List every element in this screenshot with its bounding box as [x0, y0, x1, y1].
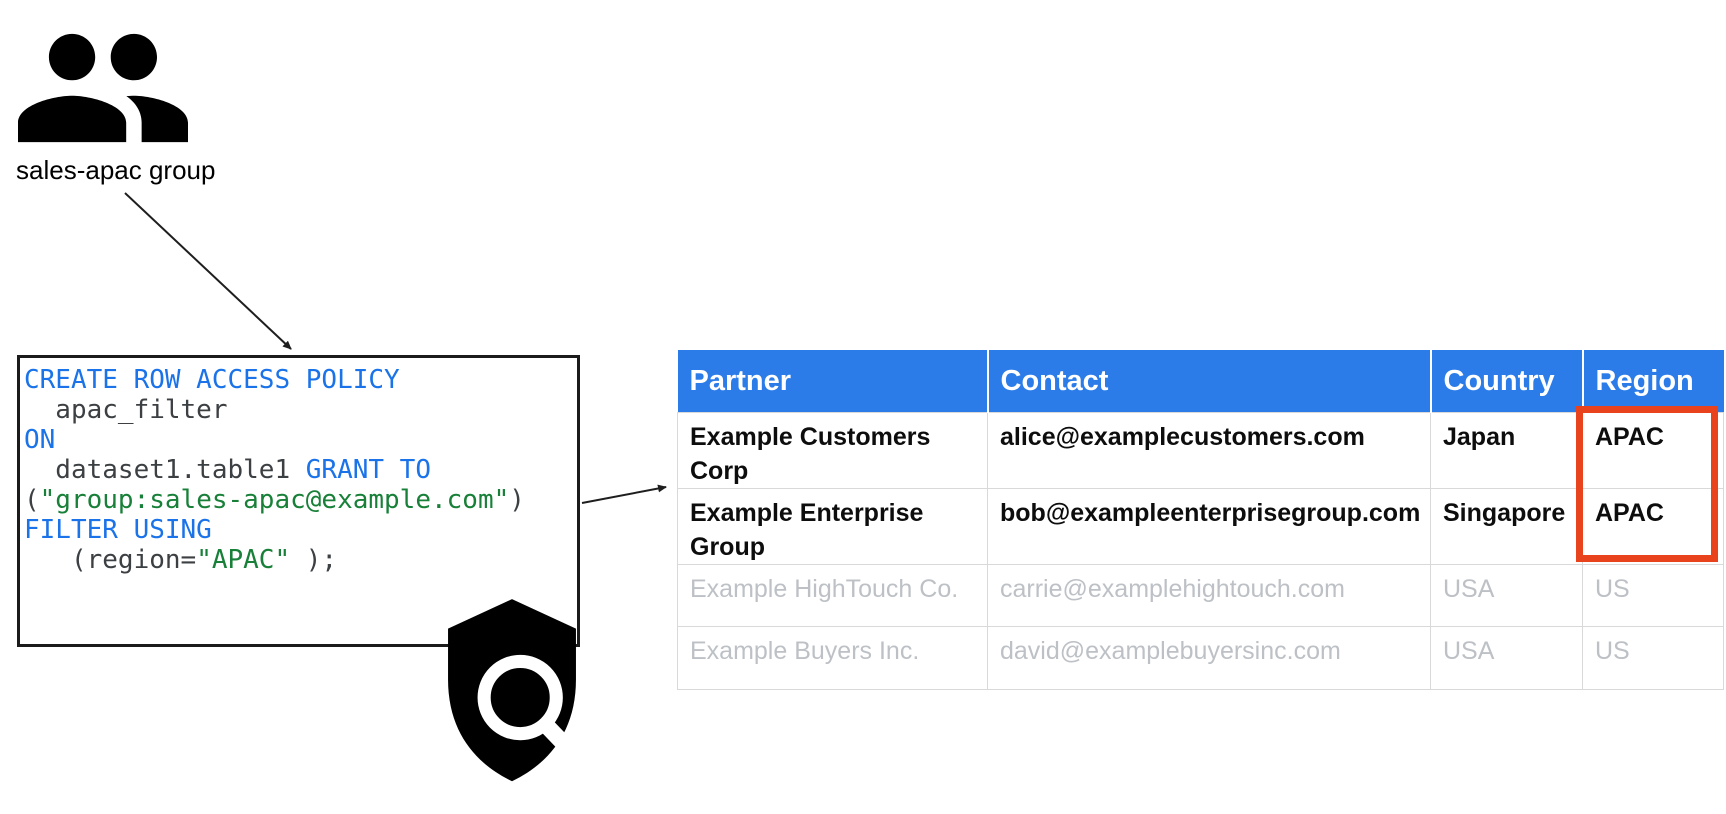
code-token: (region=: [24, 545, 197, 575]
header-cell-country: Country: [1429, 350, 1583, 413]
code-token: dataset1.table1: [24, 455, 306, 485]
cell-country: Singapore: [1430, 488, 1583, 565]
cell-country: USA: [1430, 564, 1583, 627]
table-row: Example Buyers Inc. david@examplebuyersi…: [677, 626, 1724, 690]
cell-contact: alice@examplecustomers.com: [987, 412, 1431, 489]
arrow-group-to-policy: [124, 192, 292, 350]
code-line: CREATE ROW ACCESS POLICY: [24, 365, 573, 395]
code-token: );: [290, 545, 338, 575]
code-token: (: [24, 485, 40, 515]
cell-partner: Example Customers Corp: [677, 412, 988, 489]
cell-region: APAC: [1582, 412, 1724, 489]
code-token: "APAC": [196, 545, 291, 575]
cell-region: US: [1582, 626, 1724, 690]
header-cell-region: Region: [1581, 350, 1724, 413]
table-header-row: Partner Contact Country Region: [677, 350, 1724, 413]
shield-search-icon: [448, 599, 589, 782]
cell-partner: Example Enterprise Group: [677, 488, 988, 565]
cell-contact: carrie@examplehightouch.com: [987, 564, 1431, 627]
arrow-policy-to-table: [581, 484, 667, 504]
cell-partner: Example Buyers Inc.: [677, 626, 988, 690]
cell-region: APAC: [1582, 488, 1724, 565]
code-line: dataset1.table1 GRANT TO: [24, 455, 573, 485]
group-label: sales-apac group: [16, 155, 216, 185]
code-line: FILTER USING: [24, 515, 573, 545]
cell-country: Japan: [1430, 412, 1583, 489]
code-token: "group:sales-apac@example.com": [39, 485, 510, 515]
cell-contact: david@examplebuyersinc.com: [987, 626, 1431, 690]
table-row: Example Customers Corp alice@examplecust…: [677, 412, 1724, 489]
code-token: GRANT TO: [305, 455, 431, 485]
code-token: apac_filter: [24, 395, 228, 425]
cell-country: USA: [1430, 626, 1583, 690]
code-line: ON: [24, 425, 573, 455]
code-token: FILTER USING: [24, 515, 212, 545]
cell-region: US: [1582, 564, 1724, 627]
code-token: ): [509, 485, 525, 515]
policy-code-box: CREATE ROW ACCESS POLICY apac_filter ON …: [17, 355, 580, 647]
code-token: ON: [24, 425, 56, 455]
partners-table: Partner Contact Country Region Example C…: [677, 350, 1724, 690]
code-line: ("group:sales-apac@example.com"): [24, 485, 573, 515]
table-row: Example HighTouch Co. carrie@examplehigh…: [677, 564, 1724, 627]
cell-partner: Example HighTouch Co.: [677, 564, 988, 627]
table-row: Example Enterprise Group bob@exampleente…: [677, 488, 1724, 565]
group-icon: [18, 33, 188, 143]
header-cell-partner: Partner: [677, 350, 988, 413]
code-line: apac_filter: [24, 395, 573, 425]
code-line: (region="APAC" );: [24, 545, 573, 575]
cell-contact: bob@exampleenterprisegroup.com: [987, 488, 1431, 565]
code-token: CREATE ROW ACCESS POLICY: [24, 365, 400, 395]
header-cell-contact: Contact: [986, 350, 1431, 413]
